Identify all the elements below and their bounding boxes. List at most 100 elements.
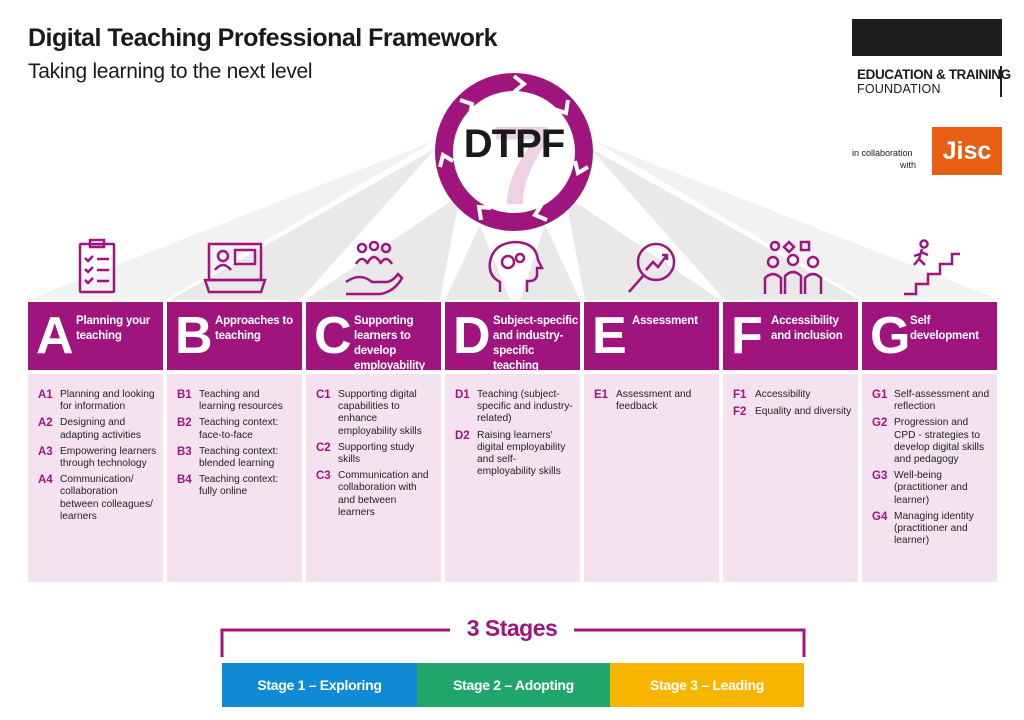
list-item: C2 Supporting study skills <box>316 442 435 466</box>
page-title: Digital Teaching Professional Framework <box>28 24 498 52</box>
list-item: C1 Supporting digital capabilities to enh… <box>316 389 435 438</box>
etf-logo-rule <box>1000 66 1002 97</box>
list-item: C3 Communication and collaboration with a… <box>316 470 435 519</box>
item-code: A3 <box>38 445 53 458</box>
item-text: Supporting study skills <box>338 441 415 466</box>
column-header-d: D Subject-specific and industry-specific… <box>445 302 580 372</box>
item-code: C2 <box>316 441 331 454</box>
cycle-ring-icon: 7 <box>435 73 593 231</box>
clipboard-checklist-icon <box>78 238 116 294</box>
list-item: A2 Designing and adapting activities <box>38 417 157 441</box>
list-item: G2 Progression and CPD - strategies to de… <box>872 417 991 466</box>
item-code: B3 <box>177 445 192 458</box>
column-header-a: A Planning your teaching <box>28 302 163 370</box>
item-code: B2 <box>177 417 192 430</box>
list-item: A4 Communication/ collaboration between c… <box>38 474 157 523</box>
item-text: Teaching context: blended learning <box>199 445 279 470</box>
column-letter: A <box>36 307 74 365</box>
page-subtitle: Taking learning to the next level <box>28 60 313 83</box>
item-code: A2 <box>38 417 53 430</box>
item-code: F1 <box>733 389 747 401</box>
item-code: C3 <box>316 470 331 483</box>
etf-logo-line2: FOUNDATION <box>857 82 941 96</box>
column-body-e: E1 Assessment and feedback <box>584 374 719 582</box>
column-header-f: F Accessibility and inclusion <box>723 302 858 370</box>
hand-with-people-icon <box>345 240 404 296</box>
dtpf-cycle-badge: 7 DTPF <box>434 72 594 232</box>
item-text: Communication and collaboration with and… <box>338 470 429 518</box>
list-item: F2 Equality and diversity <box>733 406 852 419</box>
item-text: Designing and adapting activities <box>60 417 141 441</box>
list-item: E1 Assessment and feedback <box>594 389 713 413</box>
column-letter: B <box>175 307 213 365</box>
column-header-e: E Assessment <box>584 302 719 370</box>
item-text: Managing identity (practitioner and lear… <box>894 510 974 547</box>
item-code: E1 <box>594 389 609 401</box>
magnifier-chart-icon <box>628 242 676 293</box>
collab-text-line1: in collaboration <box>852 148 913 158</box>
jisc-logo: Jisc <box>932 127 1002 175</box>
list-item: G4 Managing identity (practitioner and le… <box>872 511 991 548</box>
item-text: Teaching and learning resources <box>199 389 283 413</box>
etf-logo-block <box>852 19 1002 56</box>
list-item: F1 Accessibility <box>733 389 852 402</box>
column-title: Self development <box>910 315 979 342</box>
column-letter: F <box>731 307 763 365</box>
item-text: Progression and CPD - strategies to deve… <box>894 417 985 466</box>
head-gears-icon <box>488 240 545 292</box>
item-text: Teaching (subject-specific and industry-… <box>477 389 573 425</box>
item-text: Teaching context: face-to-face <box>199 417 279 441</box>
column-letter: C <box>314 307 352 365</box>
column-header-g: G Self development <box>862 302 997 370</box>
item-text: Self-assessment and reflection <box>894 389 990 413</box>
column-header-c: C Supporting learners to develop employa… <box>306 302 441 387</box>
item-code: G2 <box>872 417 888 430</box>
item-text: Empowering learners through technology <box>60 445 157 470</box>
item-code: A4 <box>38 474 53 487</box>
item-code: F2 <box>733 406 747 418</box>
list-item: G1 Self-assessment and reflection <box>872 389 991 413</box>
item-text: Assessment and feedback <box>616 389 692 413</box>
item-code: G4 <box>872 510 888 523</box>
seven-numeral: 7 <box>491 103 553 228</box>
column-body-g: G1 Self-assessment and reflection G2 Progr… <box>862 374 997 582</box>
item-text: Accessibility <box>755 389 811 400</box>
column-letter: D <box>453 307 491 365</box>
column-header-b: B Approaches to teaching <box>167 302 302 370</box>
item-text: Planning and looking for information <box>60 389 155 413</box>
column-title: Approaches to teaching <box>215 315 293 342</box>
column-title: Assessment <box>632 315 698 327</box>
item-text: Communication/ collaboration between col… <box>60 474 153 522</box>
item-text: Equality and diversity <box>755 406 852 417</box>
stage-1-bar: Stage 1 – Exploring <box>222 663 417 707</box>
person-climbing-stairs-icon <box>904 239 960 296</box>
item-code: D2 <box>455 429 470 442</box>
stages-title: 3 Stages <box>450 615 574 642</box>
column-title: Subject-specific and industry-specific t… <box>493 315 578 372</box>
column-letter: E <box>592 307 627 365</box>
laptop-teaching-icon <box>203 242 267 294</box>
list-item: B2 Teaching context: face-to-face <box>177 417 296 441</box>
column-body-c: C1 Supporting digital capabilities to enh… <box>306 374 441 582</box>
column-letter: G <box>870 307 911 365</box>
stage-3-bar: Stage 3 – Leading <box>610 663 804 707</box>
item-code: C1 <box>316 389 331 401</box>
item-code: B4 <box>177 474 192 487</box>
collab-text-line2: with <box>900 160 917 170</box>
column-title: Planning your teaching <box>76 315 151 342</box>
list-item: A3 Empowering learners through technology <box>38 446 157 470</box>
item-code: G1 <box>872 389 888 401</box>
column-title: Accessibility and inclusion <box>771 315 843 342</box>
item-code: G3 <box>872 470 888 483</box>
item-text: Supporting digital capabilities to enhan… <box>338 389 422 437</box>
